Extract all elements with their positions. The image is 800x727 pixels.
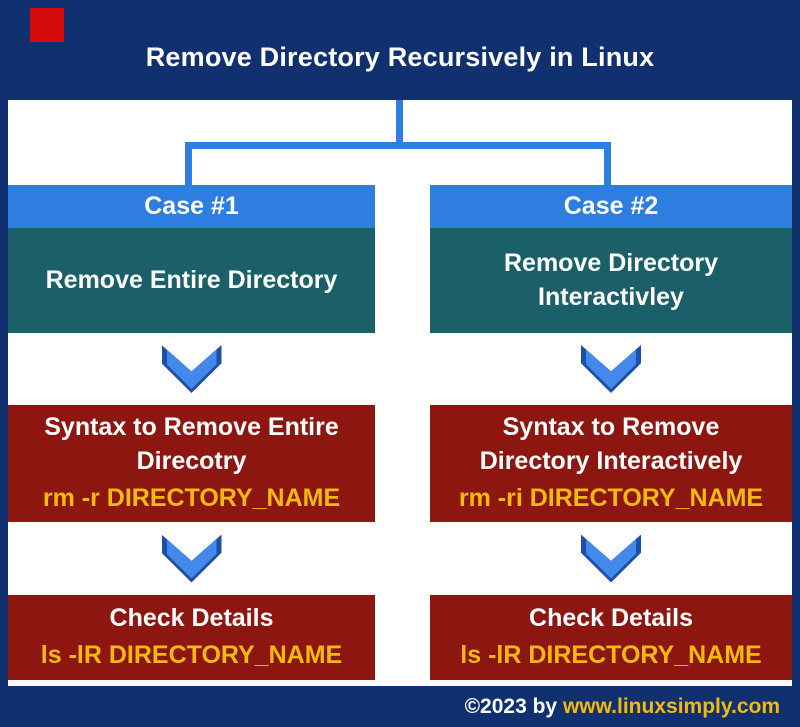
- connector-drop-left: [185, 142, 192, 185]
- chevron-down-icon: [581, 345, 641, 393]
- diagram-title: Remove Directory Recursively in Linux: [145, 41, 655, 72]
- case-1-details-box: Check Details ls -lR DIRECTORY_NAME: [8, 595, 375, 680]
- chevron-down-icon: [161, 534, 222, 583]
- connector-crossbar: [185, 142, 611, 149]
- case-1-description: Remove Entire Directory: [45, 265, 338, 294]
- case-2-column: Case #2 Remove Directory Interactivley S…: [430, 185, 792, 680]
- chevron-down-icon: [581, 534, 641, 583]
- case-1-arrow-zone-1: [8, 333, 375, 405]
- case-2-details-box: Check Details ls -lR DIRECTORY_NAME: [430, 595, 792, 680]
- connector-stem: [396, 100, 403, 149]
- case-2-details-command: ls -lR DIRECTORY_NAME: [460, 641, 762, 669]
- case-2-description-box: Remove Directory Interactivley: [430, 228, 792, 333]
- case-2-details-title: Check Details: [529, 604, 693, 633]
- red-corner-marker: [30, 8, 64, 42]
- case-2-arrow-zone-1: [430, 333, 792, 405]
- case-1-arrow-zone-2: [8, 522, 375, 595]
- website-text: www.linuxsimply.com: [562, 694, 780, 718]
- case-1-description-box: Remove Entire Directory: [8, 228, 375, 333]
- case-1-header: Case #1: [8, 185, 375, 228]
- chevron-down-icon-fill: [166, 349, 217, 389]
- case-2-header: Case #2: [430, 185, 792, 228]
- chevron-down-icon-fill: [586, 349, 636, 389]
- case-1-syntax-command: rm -r DIRECTORY_NAME: [42, 483, 341, 512]
- chevron-down-icon-fill: [166, 538, 217, 579]
- case-1-column: Case #1 Remove Entire Directory Syntax t…: [8, 185, 375, 680]
- case-1-details-command: ls -lR DIRECTORY_NAME: [40, 641, 343, 669]
- footer-bar: ©2023 by www.linuxsimply.com: [8, 686, 792, 727]
- case-2-syntax-box: Syntax to Remove Directory Interactively…: [430, 405, 792, 522]
- case-1-syntax-box: Syntax to Remove Entire Direcotry rm -r …: [8, 405, 375, 522]
- case-2-arrow-zone-2: [430, 522, 792, 595]
- case-2-label: Case #2: [563, 192, 659, 220]
- case-1-details-title: Check Details: [109, 604, 274, 633]
- chevron-down-icon-fill: [586, 538, 636, 579]
- chevron-down-icon: [161, 345, 222, 393]
- connector-drop-right: [604, 142, 611, 185]
- case-1-syntax-title: Syntax to Remove Entire Direcotry: [44, 413, 339, 476]
- case-2-syntax-title: Syntax to Remove Directory Interactively: [479, 413, 743, 476]
- case-1-label: Case #1: [144, 192, 239, 220]
- copyright-text: ©2023 by: [464, 694, 563, 718]
- case-2-description: Remove Directory Interactivley: [504, 248, 718, 311]
- case-2-syntax-command: rm -ri DIRECTORY_NAME: [458, 483, 764, 512]
